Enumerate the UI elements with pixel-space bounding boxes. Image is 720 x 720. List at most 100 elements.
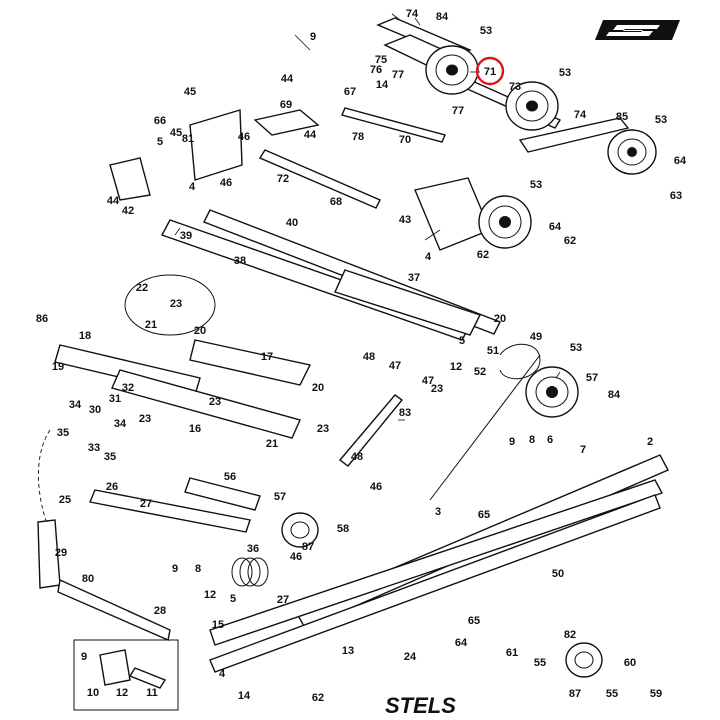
part-label-44: 44 <box>304 129 317 141</box>
wheel-87 <box>281 512 319 548</box>
part-label-55: 55 <box>606 688 618 700</box>
part-label-23: 23 <box>431 383 443 395</box>
part-label-76: 76 <box>370 64 382 76</box>
part-label-47: 47 <box>389 360 401 372</box>
part-label-80: 80 <box>82 573 94 585</box>
part-label-10: 10 <box>87 687 99 699</box>
part-label-53: 53 <box>570 342 582 354</box>
wheel-53-top-left <box>425 45 479 95</box>
part-label-46: 46 <box>370 481 382 493</box>
part-label-48: 48 <box>351 451 363 463</box>
spring-36 <box>231 557 269 587</box>
part-label-45: 45 <box>170 127 182 139</box>
part-label-4: 4 <box>219 668 226 680</box>
part-label-70: 70 <box>399 134 411 146</box>
part-label-28: 28 <box>154 605 166 617</box>
part-label-21: 21 <box>266 438 278 450</box>
wheel-53-top-right <box>505 81 559 131</box>
part-label-29: 29 <box>55 547 67 559</box>
part-label-55: 55 <box>534 657 546 669</box>
part-label-44: 44 <box>107 195 120 207</box>
part-label-4: 4 <box>425 251 432 263</box>
part-label-75: 75 <box>375 54 387 66</box>
part-label-72: 72 <box>277 173 289 185</box>
stels-wordmark: STELS <box>385 693 456 718</box>
part-label-56: 56 <box>224 471 236 483</box>
part-label-32: 32 <box>122 382 134 394</box>
part-label-11: 11 <box>146 687 158 699</box>
part-label-9: 9 <box>172 563 178 575</box>
part-label-12: 12 <box>204 589 216 601</box>
part-label-64: 64 <box>674 155 687 167</box>
part-label-26: 26 <box>106 481 118 493</box>
part-label-5: 5 <box>230 593 236 605</box>
part-label-37: 37 <box>408 272 420 284</box>
part-label-5: 5 <box>157 136 163 148</box>
part-label-27: 27 <box>277 594 289 606</box>
rail-torsion-29 <box>37 519 171 641</box>
part-label-9: 9 <box>509 436 515 448</box>
s-emblem-icon <box>595 20 680 40</box>
part-label-36: 36 <box>247 543 259 555</box>
part-label-85: 85 <box>616 111 628 123</box>
part-label-17: 17 <box>261 351 273 363</box>
rear-wheel-87 <box>565 642 603 678</box>
part-label-57: 57 <box>274 491 286 503</box>
part-label-14: 14 <box>376 79 389 91</box>
part-label-84: 84 <box>608 389 621 401</box>
part-label-42: 42 <box>122 205 134 217</box>
part-label-48: 48 <box>363 351 375 363</box>
part-label-14: 14 <box>238 690 251 702</box>
part-label-53: 53 <box>559 67 571 79</box>
part-label-82: 82 <box>564 629 576 641</box>
spring-49 <box>429 343 541 501</box>
part-label-52: 52 <box>474 366 486 378</box>
part-label-69: 69 <box>280 99 292 111</box>
part-label-74: 74 <box>406 8 419 20</box>
part-label-18: 18 <box>79 330 91 342</box>
part-label-44: 44 <box>281 73 294 85</box>
part-label-20: 20 <box>312 382 324 394</box>
part-label-23: 23 <box>209 396 221 408</box>
part-label-50: 50 <box>552 568 564 580</box>
part-label-87: 87 <box>569 688 581 700</box>
wheel-53-lower <box>525 366 579 418</box>
part-label-68: 68 <box>330 196 342 208</box>
shock-83 <box>338 394 404 467</box>
part-label-35: 35 <box>57 427 69 439</box>
part-label-61: 61 <box>506 647 518 659</box>
part-label-19: 19 <box>52 361 64 373</box>
part-label-57: 57 <box>586 372 598 384</box>
part-label-87: 87 <box>302 541 314 553</box>
part-label-35: 35 <box>104 451 116 463</box>
highlight-circle <box>475 56 505 86</box>
part-label-15: 15 <box>212 619 224 631</box>
part-label-23: 23 <box>139 413 151 425</box>
part-label-43: 43 <box>399 214 411 226</box>
part-label-67: 67 <box>344 86 356 98</box>
wheel-53-mid <box>414 177 532 251</box>
part-label-71: 71 <box>484 66 496 78</box>
part-label-64: 64 <box>455 637 468 649</box>
part-label-47: 47 <box>422 375 434 387</box>
part-label-58: 58 <box>337 523 349 535</box>
part-label-62: 62 <box>312 692 324 704</box>
part-label-62: 62 <box>564 235 576 247</box>
part-label-86: 86 <box>36 313 48 325</box>
shaft-38 <box>160 219 472 341</box>
part-label-59: 59 <box>650 688 662 700</box>
part-label-9: 9 <box>81 651 87 663</box>
part-label-38: 38 <box>234 255 246 267</box>
inset-detail <box>73 639 179 711</box>
part-label-65: 65 <box>478 509 490 521</box>
part-label-46: 46 <box>220 177 232 189</box>
part-label-49: 49 <box>530 331 542 343</box>
part-label-27: 27 <box>140 498 152 510</box>
part-label-2: 2 <box>647 436 653 448</box>
part-label-31: 31 <box>109 393 121 405</box>
part-label-46: 46 <box>290 551 302 563</box>
part-label-5: 5 <box>459 335 465 347</box>
part-label-78: 78 <box>352 131 364 143</box>
